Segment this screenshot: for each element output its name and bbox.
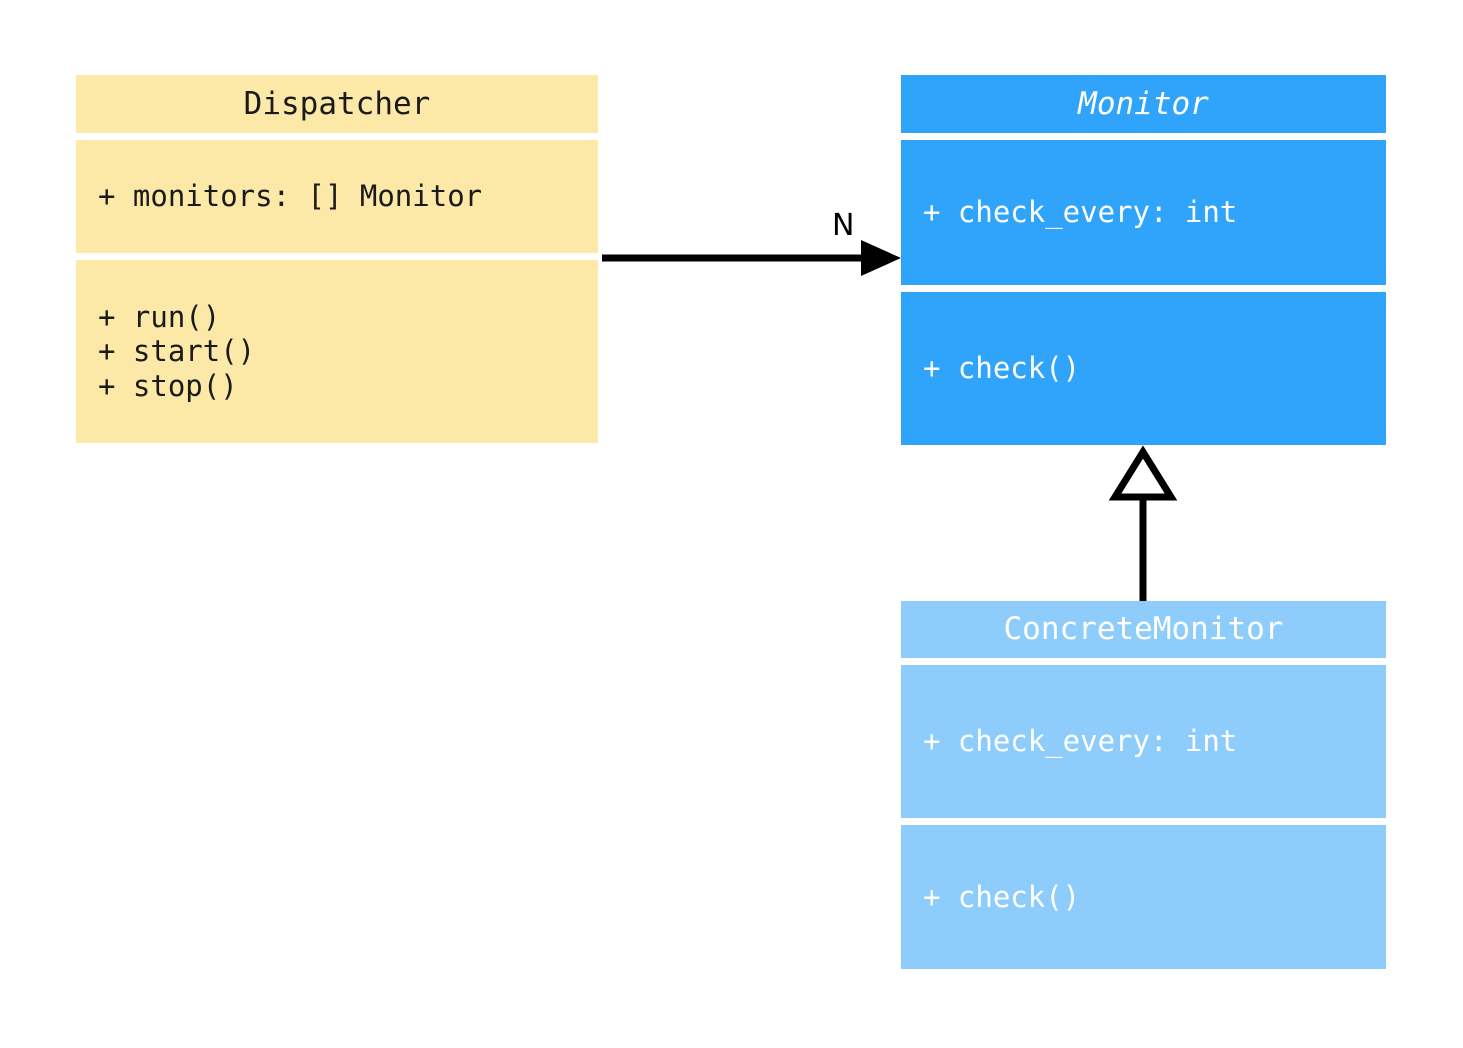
uml-class-concretemonitor[interactable]: ConcreteMonitor + check_every: int + che… (901, 601, 1386, 969)
class-method: + check() (923, 351, 1081, 386)
class-attribute: + check_every: int (923, 724, 1238, 759)
class-attribute: + monitors: [] Monitor (98, 179, 483, 214)
association-multiplicity-label: N (832, 208, 855, 243)
association-arrowhead-icon (861, 240, 901, 276)
class-method: + stop() (98, 368, 238, 403)
uml-class-dispatcher[interactable]: Dispatcher + monitors: [] Monitor + run(… (76, 75, 598, 443)
generalization-concretemonitor-monitor (1108, 445, 1178, 601)
class-methods-compartment-concretemonitor: + check() (901, 825, 1386, 969)
class-title-compartment-concretemonitor: ConcreteMonitor (901, 601, 1386, 658)
class-method: + run() (98, 300, 221, 335)
class-methods-compartment-monitor: + check() (901, 292, 1386, 445)
class-name-dispatcher: Dispatcher (243, 85, 431, 122)
class-method: + start() (98, 334, 256, 369)
uml-class-monitor[interactable]: Monitor + check_every: int + check() (901, 75, 1386, 445)
class-methods-compartment-dispatcher: + run() + start() + stop() (76, 260, 598, 443)
class-attribute: + check_every: int (923, 195, 1238, 230)
class-attributes-compartment-concretemonitor: + check_every: int (901, 665, 1386, 818)
class-title-compartment-dispatcher: Dispatcher (76, 75, 598, 133)
class-title-compartment-monitor: Monitor (901, 75, 1386, 133)
class-attributes-compartment-dispatcher: + monitors: [] Monitor (76, 140, 598, 253)
class-name-concretemonitor: ConcreteMonitor (1003, 611, 1284, 648)
class-name-monitor: Monitor (1078, 85, 1209, 122)
class-method: + check() (923, 879, 1081, 914)
generalization-arrowhead-icon (1108, 445, 1178, 501)
association-dispatcher-monitor (602, 240, 901, 276)
class-attributes-compartment-monitor: + check_every: int (901, 140, 1386, 285)
